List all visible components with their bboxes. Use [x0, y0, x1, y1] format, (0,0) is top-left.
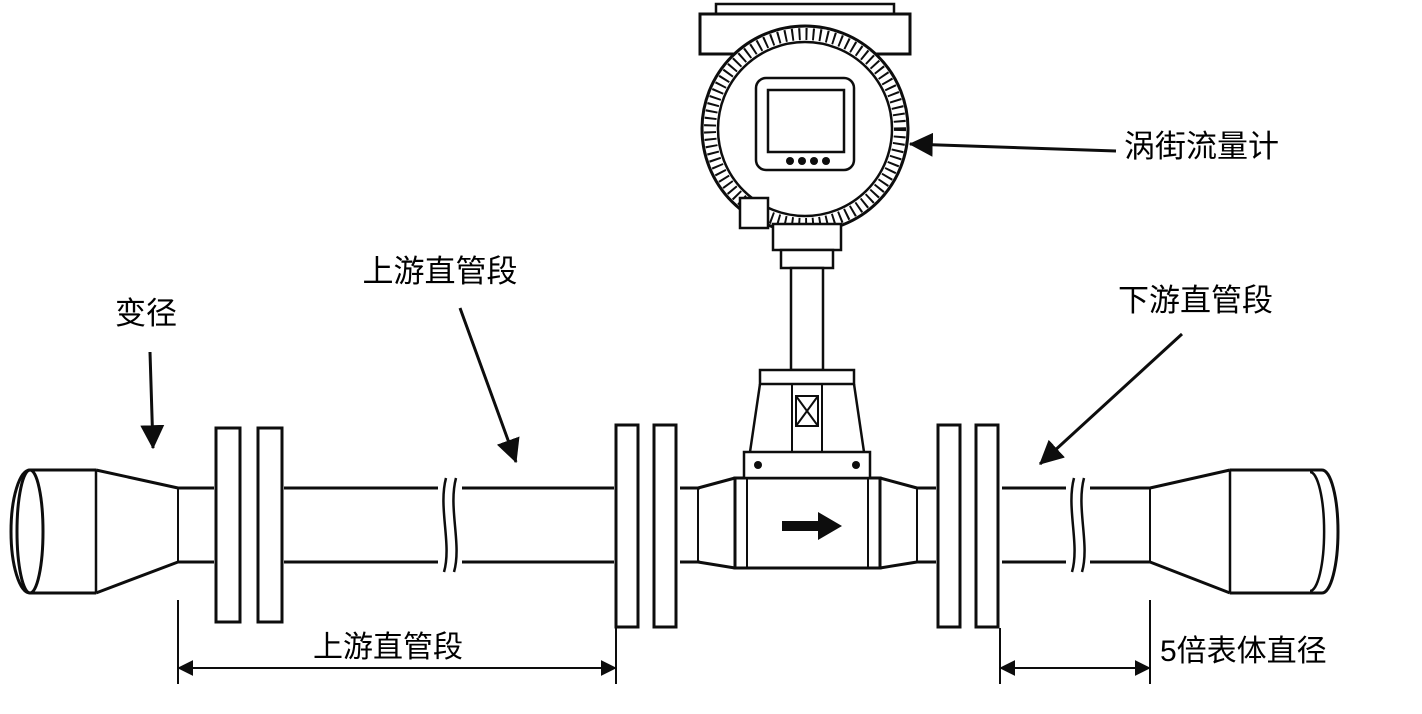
- bracket-channel: [791, 384, 823, 452]
- upstream-dimension: [177, 600, 617, 684]
- neck-upper: [771, 222, 843, 252]
- reducer-leader-arrow: [140, 351, 165, 450]
- body-diameter-dimension: [999, 600, 1151, 684]
- bracket-cross: [795, 395, 819, 427]
- reducer-right: [1149, 468, 1232, 595]
- neck-lower: [779, 248, 835, 270]
- callout-leaders: [140, 132, 1184, 466]
- meter-body: [733, 476, 882, 570]
- bracket-base-plate: [742, 450, 872, 480]
- flange-pair-inlet: [614, 423, 680, 629]
- label-reducer: 变径: [115, 296, 177, 331]
- bracket-block: [795, 395, 819, 427]
- pipe-right-end-walls: [1230, 468, 1322, 595]
- pipe-break-left: [438, 477, 462, 573]
- display-button: [786, 157, 794, 165]
- mounting-bracket: [742, 368, 872, 480]
- dimensions: [177, 600, 1151, 684]
- pipe-left-end-outer-arc: [9, 468, 31, 595]
- pipe-assembly: [9, 423, 1340, 629]
- flowmeter-leader-arrow: [908, 132, 1117, 157]
- pipe-break-right: [1066, 477, 1090, 573]
- label-downstream-callout: 下游直管段: [1118, 283, 1273, 318]
- upstream-leader-arrow: [458, 307, 520, 464]
- label-upstream-dimension: 上游直管段: [313, 631, 463, 664]
- bracket-bolt-right: [852, 461, 860, 469]
- downstream-leader-arrow: [1038, 332, 1184, 466]
- flange-pair-outlet: [936, 423, 1002, 629]
- stem: [789, 266, 825, 372]
- label-flowmeter: 涡街流量计: [1124, 129, 1279, 164]
- flowmeter-transmitter: [698, 2, 912, 372]
- reducer-left: [94, 468, 179, 595]
- display-button: [822, 157, 830, 165]
- labels: 变径 上游直管段 涡街流量计 下游直管段 上游直管段 5倍表体直径: [115, 129, 1327, 668]
- flow-direction-arrow: [782, 512, 842, 540]
- outlet-cone: [879, 476, 918, 570]
- label-upstream-callout: 上游直管段: [363, 254, 518, 289]
- display-button: [798, 157, 806, 165]
- label-body-diameter-dimension: 5倍表体直径: [1160, 635, 1327, 668]
- pipe-left-end-opening: [15, 468, 45, 595]
- bracket-bolt-left: [754, 461, 762, 469]
- flange-pair-left: [214, 426, 284, 624]
- conduit-tab: [738, 196, 770, 230]
- pipe-left-end-walls: [30, 468, 96, 595]
- pipe-right-end-inner-arc: [1309, 470, 1326, 593]
- pipe-right-end: [1230, 468, 1340, 595]
- display-buttons: [786, 157, 830, 165]
- inlet-cone: [697, 476, 736, 570]
- pipe-left-end: [9, 468, 96, 595]
- bracket-flanks: [748, 383, 866, 453]
- pipe-right-end-outer-arc: [1321, 468, 1340, 595]
- display-screen: [766, 88, 846, 154]
- display-button: [810, 157, 818, 165]
- bracket-top-plate: [758, 368, 856, 386]
